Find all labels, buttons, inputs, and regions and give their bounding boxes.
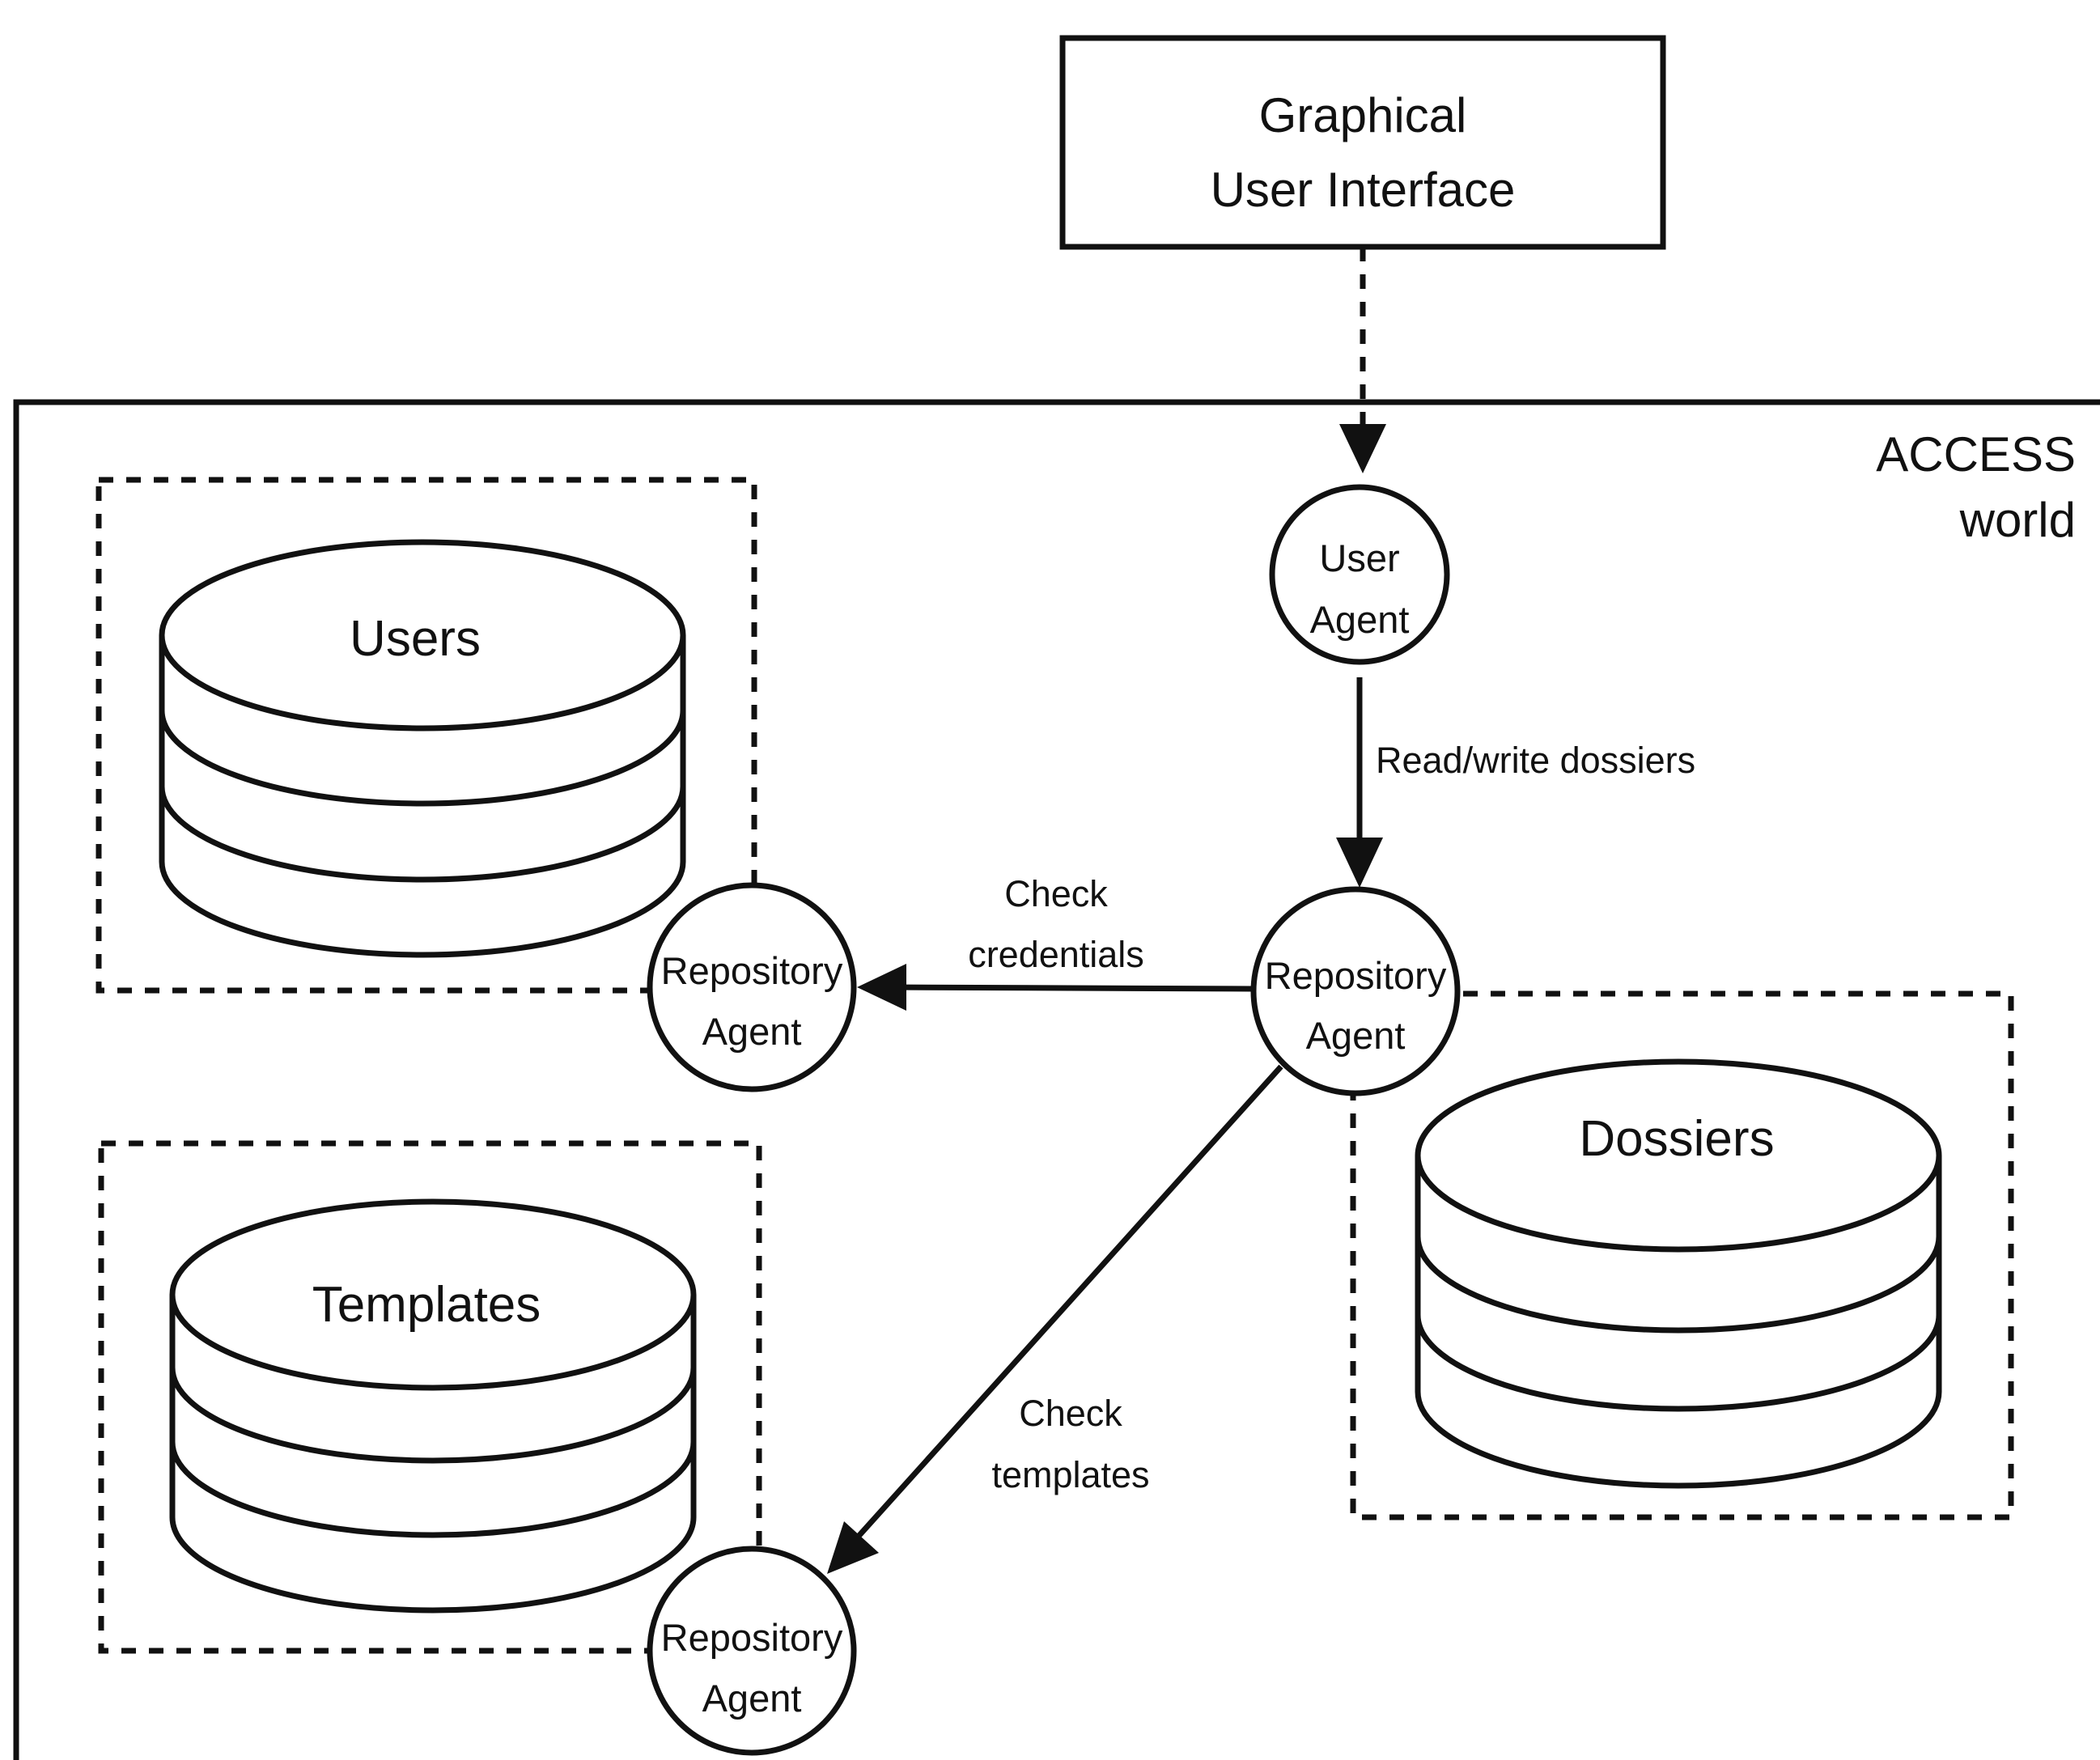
templates-database: Templates bbox=[169, 1198, 697, 1614]
repository-agent-users-label-line2: Agent bbox=[702, 1010, 802, 1053]
world-label-line1: ACCESS bbox=[1876, 427, 2076, 481]
templates-repository-group bbox=[98, 1140, 762, 1654]
repository-agent-main-node: Repository Agent bbox=[1250, 886, 1461, 1096]
repository-agent-users-label-line1: Repository bbox=[661, 949, 843, 992]
check-credentials-label-line2: credentials bbox=[968, 934, 1144, 975]
gui-label-line1: Graphical bbox=[1259, 88, 1467, 142]
user-agent-node: User Agent bbox=[1269, 484, 1450, 665]
repository-agent-templates-label-line1: Repository bbox=[661, 1616, 843, 1659]
check-templates-label-line1: Check bbox=[1019, 1393, 1122, 1434]
dossiers-database-label: Dossiers bbox=[1579, 1111, 1774, 1167]
user-agent-label-line1: User bbox=[1319, 536, 1399, 579]
check-credentials-label-line1: Check bbox=[1004, 873, 1108, 914]
dossiers-repository-group bbox=[1350, 990, 2014, 1520]
check-credentials-edge: Check credentials bbox=[857, 873, 1254, 1011]
repository-agent-main-label-line1: Repository bbox=[1265, 954, 1447, 997]
templates-database-label: Templates bbox=[312, 1277, 541, 1333]
check-templates-label-line2: templates bbox=[991, 1454, 1149, 1495]
gui-to-user-agent-connector bbox=[1339, 247, 1386, 473]
gui-box: Graphical User Interface bbox=[1059, 35, 1666, 250]
repository-agent-templates-label-line2: Agent bbox=[702, 1677, 802, 1720]
world-label-line2: world bbox=[1959, 493, 2076, 547]
check-templates-edge: Check templates bbox=[827, 1064, 1283, 1574]
users-database: Users bbox=[159, 539, 686, 958]
users-database-label: Users bbox=[350, 611, 481, 667]
repository-agent-main-label-line2: Agent bbox=[1306, 1014, 1406, 1057]
repository-agent-users-node: Repository Agent bbox=[647, 882, 857, 1092]
users-repository-group bbox=[95, 477, 757, 994]
repository-agent-templates-node: Repository Agent bbox=[647, 1546, 857, 1756]
access-world-boundary: ACCESS world bbox=[13, 399, 2100, 1760]
dossiers-database: Dossiers bbox=[1415, 1058, 1942, 1489]
gui-label-line2: User Interface bbox=[1211, 163, 1516, 217]
read-write-label: Read/write dossiers bbox=[1376, 740, 1695, 781]
user-agent-label-line2: Agent bbox=[1310, 598, 1410, 641]
read-write-edge: Read/write dossiers bbox=[1336, 677, 1695, 888]
